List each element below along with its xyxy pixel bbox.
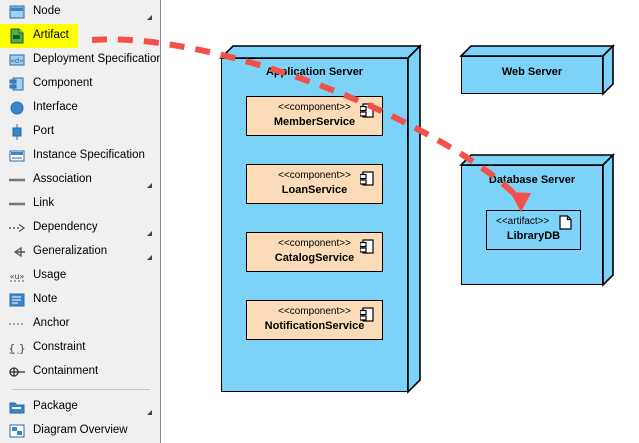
usage-icon: «u» [8, 267, 26, 285]
palette-item-label: Containment [33, 365, 99, 378]
palette-item-package[interactable]: Package [0, 395, 160, 419]
palette-item-label: Artifact [33, 29, 69, 42]
palette-item-label: Interface [33, 101, 78, 114]
svg-text:«d»: «d» [10, 57, 23, 65]
node-icon [8, 3, 26, 21]
svg-text:{ }: { } [8, 342, 26, 355]
palette-item-diagram-overview[interactable]: Diagram Overview [0, 419, 160, 443]
palette-item-usage[interactable]: «u» Usage [0, 264, 160, 288]
palette-item-node[interactable]: Node [0, 0, 160, 24]
palette-item-label: Component [33, 77, 93, 90]
palette-group-expander-icon[interactable] [147, 15, 152, 20]
palette-item-containment[interactable]: Containment [0, 360, 160, 384]
palette-item-label: Link [33, 197, 55, 210]
palette-item-association[interactable]: Association [0, 168, 160, 192]
component-memberservice[interactable]: <<component>> MemberService [246, 96, 383, 136]
note-icon [8, 291, 26, 309]
palette-item-label: Instance Specification [33, 149, 145, 162]
palette-item-link[interactable]: Link [0, 192, 160, 216]
artifact-stereotype: <<artifact>> [496, 216, 550, 227]
artifact-document-icon [559, 215, 572, 230]
artifact-icon [8, 27, 26, 45]
node-web-server[interactable]: Web Server [459, 44, 615, 96]
diagram-overview-icon [8, 422, 26, 440]
artifact-librarydb[interactable]: <<artifact>> LibraryDB [486, 210, 581, 250]
component-loanservice[interactable]: <<component>> LoanService [246, 164, 383, 204]
palette-item-instance-specification[interactable]: Instance Specification [0, 144, 160, 168]
palette-item-note[interactable]: Note [0, 288, 160, 312]
palette-item-dependency[interactable]: Dependency [0, 216, 160, 240]
palette-group-expander-icon[interactable] [147, 231, 152, 236]
deployment-specification-icon: «d» [8, 51, 26, 69]
svg-text:«u»: «u» [10, 272, 25, 281]
association-line-icon [8, 171, 26, 189]
port-icon [8, 123, 26, 141]
component-icon [360, 239, 374, 254]
palette-item-label: Diagram Overview [33, 424, 128, 437]
component-name: NotificationService [264, 320, 365, 332]
palette-item-label: Constraint [33, 341, 86, 354]
palette-item-deployment-specification[interactable]: «d» Deployment Specification [0, 48, 160, 72]
palette-item-constraint[interactable]: { } Constraint [0, 336, 160, 360]
interface-icon [8, 99, 26, 117]
palette-item-label: Deployment Specification [33, 53, 161, 66]
palette-item-label: Anchor [33, 317, 70, 330]
palette-item-component[interactable]: Component [0, 72, 160, 96]
palette-item-anchor[interactable]: Anchor [0, 312, 160, 336]
dependency-arrow-icon [8, 219, 26, 237]
palette-item-interface[interactable]: Interface [0, 96, 160, 120]
anchor-dotted-icon [8, 315, 26, 333]
palette-item-generalization[interactable]: Generalization [0, 240, 160, 264]
palette-item-label: Note [33, 293, 58, 306]
component-icon [360, 171, 374, 186]
palette-item-label: Usage [33, 269, 67, 282]
generalization-arrow-icon [8, 243, 26, 261]
diagram-canvas[interactable]: Application Server <<component>> MemberS… [161, 0, 639, 443]
node-database-server[interactable]: Database Server <<artifact>> LibraryDB [459, 153, 615, 287]
component-icon [8, 75, 26, 93]
palette-item-artifact[interactable]: Artifact [0, 24, 78, 48]
component-name: CatalogService [274, 252, 355, 264]
palette-group-expander-icon[interactable] [147, 183, 152, 188]
component-stereotype: <<component>> [278, 238, 351, 249]
palette-item-label: Association [33, 173, 92, 186]
palette-item-label: Package [33, 400, 78, 413]
component-catalogservice[interactable]: <<component>> CatalogService [246, 232, 383, 272]
component-icon [360, 103, 374, 118]
instance-specification-icon [8, 147, 26, 165]
palette-divider [12, 389, 150, 390]
palette-group-expander-icon[interactable] [147, 255, 152, 260]
palette-group-expander-icon[interactable] [147, 410, 152, 415]
palette-item-label: Port [33, 125, 55, 138]
palette-item-label: Generalization [33, 245, 108, 258]
palette-item-port[interactable]: Port [0, 120, 160, 144]
constraint-icon: { } [8, 339, 26, 357]
link-line-icon [8, 195, 26, 213]
artifact-name: LibraryDB [506, 230, 561, 242]
component-icon [360, 307, 374, 322]
palette-item-label: Node [33, 5, 61, 18]
node-application-server[interactable]: Application Server <<component>> MemberS… [219, 44, 422, 394]
palette-item-label: Dependency [33, 221, 98, 234]
package-icon [8, 398, 26, 416]
component-notificationservice[interactable]: <<component>> NotificationService [246, 300, 383, 340]
component-stereotype: <<component>> [278, 306, 351, 317]
containment-icon [8, 363, 26, 381]
